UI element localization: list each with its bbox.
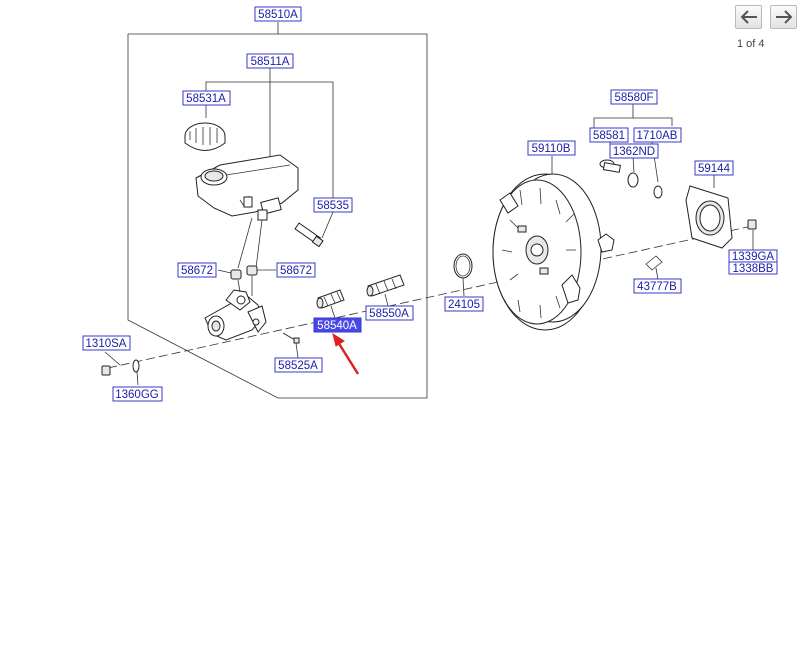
gasket [685,185,733,249]
brake-booster [492,173,615,331]
callout-1339GA[interactable]: 1339GA [728,249,778,263]
master-cylinder [204,289,267,341]
reservoir-tank [195,154,299,221]
next-page-button[interactable] [770,5,797,29]
callout-59110B[interactable]: 59110B [527,140,576,156]
callout-58550A[interactable]: 58550A [365,305,414,321]
washer-1710AB [653,185,663,199]
callout-58540A-selected[interactable]: 58540A [313,317,362,333]
svg-text:58672: 58672 [181,265,213,277]
svg-text:58581: 58581 [593,130,625,142]
callout-43777B[interactable]: 43777B [633,278,682,294]
svg-text:1338BB: 1338BB [733,263,774,275]
callout-58581[interactable]: 58581 [589,127,629,143]
callout-58672-right[interactable]: 58672 [276,262,316,278]
reservoir-pin [294,222,324,248]
svg-text:1339GA: 1339GA [732,251,775,263]
reservoir-cap [184,122,226,151]
svg-text:1362ND: 1362ND [613,146,655,158]
svg-text:43777B: 43777B [637,281,677,293]
grommet-right [246,265,258,276]
washer-1360GG [132,359,140,373]
callout-58510A[interactable]: 58510A [254,6,302,22]
svg-text:58550A: 58550A [369,308,409,320]
callout-1362ND[interactable]: 1362ND [609,143,659,159]
callout-1310SA[interactable]: 1310SA [82,335,131,351]
pointer-arrow-icon [332,332,360,375]
prev-page-button[interactable] [735,5,762,29]
svg-text:58540A: 58540A [317,320,357,332]
arrow-left-icon [740,10,757,24]
callout-58531A[interactable]: 58531A [182,90,231,106]
svg-text:59110B: 59110B [532,143,571,155]
clip-43777B [645,255,663,271]
svg-text:1310SA: 1310SA [86,338,127,350]
o-ring [453,253,473,279]
svg-text:58535: 58535 [317,200,349,212]
callout-24105[interactable]: 24105 [444,296,484,312]
svg-text:58672: 58672 [280,265,312,277]
callout-58525A[interactable]: 58525A [274,357,323,373]
callout-1338BB[interactable]: 1338BB [728,261,778,275]
svg-text:58511A: 58511A [251,56,290,68]
pin-58581 [599,159,621,173]
grommet-left [230,269,242,280]
callout-58672-left[interactable]: 58672 [177,262,217,278]
seal-58540A [316,289,345,309]
svg-text:1710AB: 1710AB [637,130,678,142]
nut-1310SA [101,365,111,376]
callout-58511A[interactable]: 58511A [246,53,294,69]
svg-text:58580F: 58580F [614,92,653,104]
callout-1360GG[interactable]: 1360GG [112,386,163,402]
callout-59144[interactable]: 59144 [694,160,734,176]
clip-1362ND [627,172,639,188]
seal-58550A [366,274,405,297]
page-indicator: 1 of 4 [737,38,765,50]
svg-text:24105: 24105 [448,299,480,311]
svg-text:58531A: 58531A [186,93,226,105]
callout-1710AB[interactable]: 1710AB [633,127,682,143]
svg-text:59144: 59144 [698,163,731,175]
small-pin [282,332,300,344]
nut-1339GA [747,219,757,230]
svg-text:58525A: 58525A [278,360,318,372]
assembly-outline [127,33,428,399]
callout-58535[interactable]: 58535 [313,197,353,213]
callout-58580F[interactable]: 58580F [610,89,658,105]
svg-text:1360GG: 1360GG [115,389,159,401]
svg-text:58510A: 58510A [258,9,298,21]
arrow-right-icon [775,10,792,24]
